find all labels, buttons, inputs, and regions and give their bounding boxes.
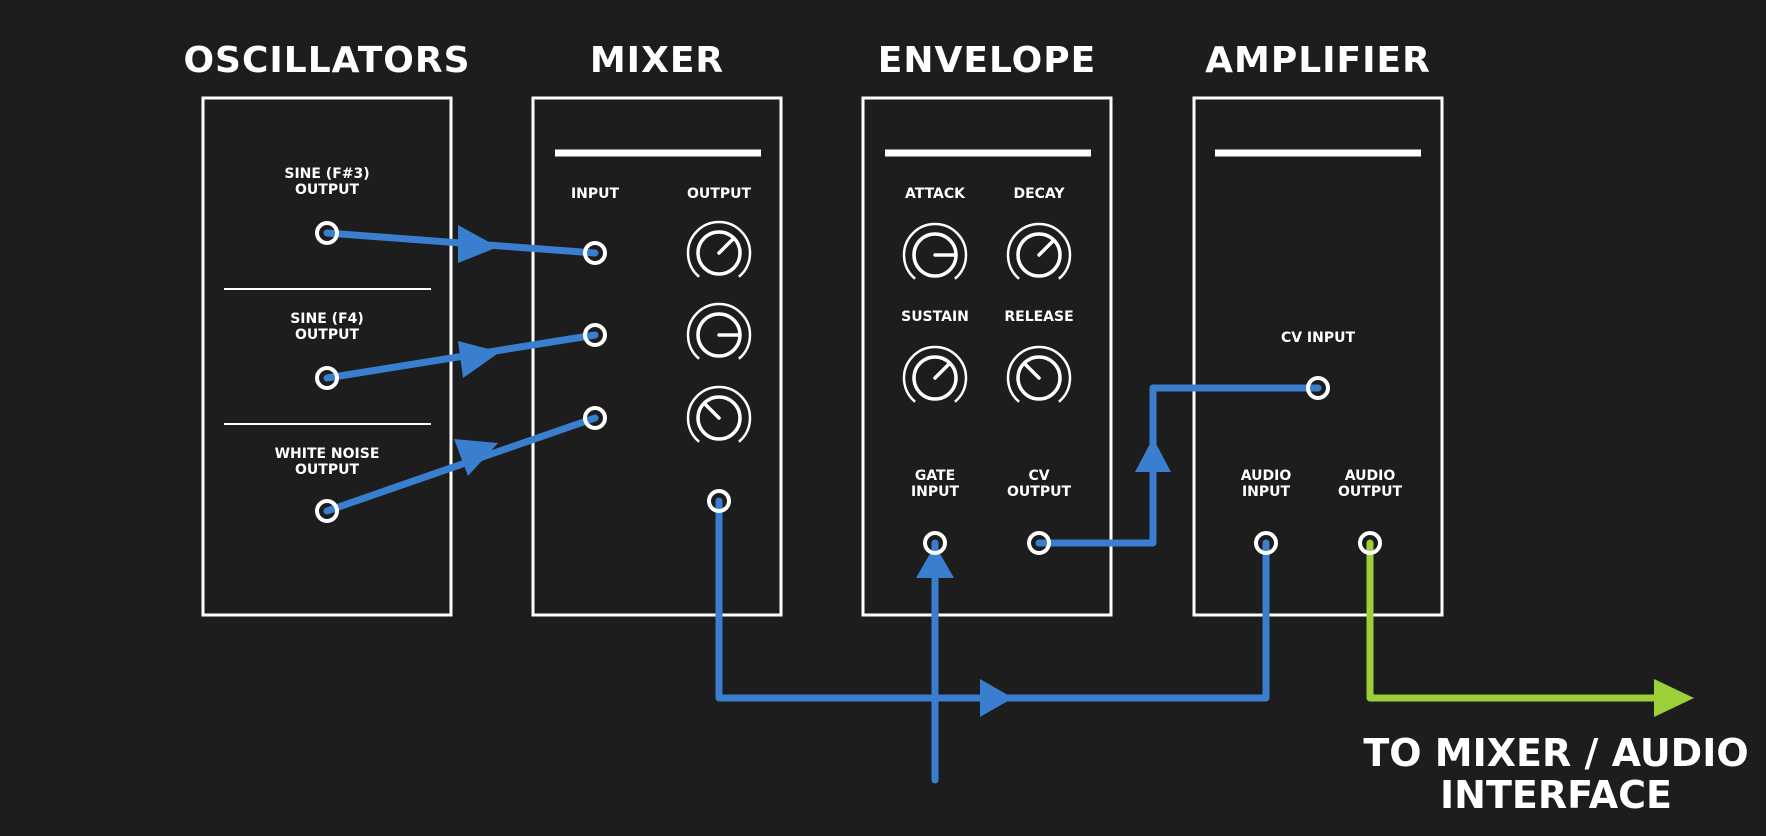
arrow-icon — [1654, 679, 1694, 717]
jack-icon[interactable] — [1254, 531, 1278, 555]
knob-icon[interactable] — [686, 220, 752, 278]
jack-icon[interactable] — [583, 323, 607, 347]
knob-icon[interactable] — [686, 385, 752, 443]
jack-icon[interactable] — [923, 531, 947, 555]
jack-icon[interactable] — [707, 489, 731, 513]
destination-line2: INTERFACE — [1440, 773, 1672, 817]
mixer-input-label: INPUT — [571, 186, 620, 202]
knob-icon[interactable] — [1006, 222, 1072, 280]
amp-audio-out-label: AUDIO — [1345, 468, 1396, 484]
amp-audio-input-label: INPUT — [1242, 484, 1291, 500]
module-title-amplifier: AMPLIFIER — [1205, 40, 1431, 81]
cv-label: CV — [1028, 468, 1049, 484]
gate-label: GATE — [915, 468, 955, 484]
cable-mixer-to-amp-audio — [715, 497, 1270, 702]
jacks — [315, 221, 1382, 555]
amp-cv-input-label: CV INPUT — [1281, 330, 1356, 346]
amplifier-panel — [1192, 96, 1444, 617]
mixer-panel — [531, 96, 783, 617]
sine-f3-output-label: OUTPUT — [295, 182, 359, 198]
jack-icon[interactable] — [315, 366, 339, 390]
jack-icon[interactable] — [583, 406, 607, 430]
attack-label: ATTACK — [905, 186, 966, 202]
decay-label: DECAY — [1013, 186, 1065, 202]
cable-noise-to-mixer — [323, 414, 599, 515]
arrow-icon — [458, 341, 500, 378]
arrow-icon — [980, 679, 1013, 717]
arrow-icon — [454, 439, 498, 476]
amp-audio-label: AUDIO — [1241, 468, 1292, 484]
knob-icon[interactable] — [902, 222, 968, 280]
jack-icon[interactable] — [1306, 376, 1330, 400]
cable-amp-out-to-interface — [1366, 539, 1664, 702]
module-title-oscillators: OSCILLATORS — [183, 40, 470, 81]
knob-icon[interactable] — [1006, 345, 1072, 403]
sine-f3-label: SINE (F#3) — [284, 166, 369, 182]
module-title-mixer: MIXER — [590, 40, 724, 81]
sine-f4-label: SINE (F4) — [290, 311, 364, 327]
cv-output-label: OUTPUT — [1007, 484, 1071, 500]
jack-icon[interactable] — [315, 221, 339, 245]
gate-input-label: INPUT — [911, 484, 960, 500]
sine-f4-output-label: OUTPUT — [295, 327, 359, 343]
arrow-icon — [916, 545, 954, 578]
arrow-icon — [458, 225, 498, 263]
arrow-icon — [1135, 438, 1171, 472]
envelope-panel — [861, 96, 1113, 617]
module-title-envelope: ENVELOPE — [878, 40, 1096, 81]
release-label: RELEASE — [1004, 309, 1073, 325]
cable-env-cv-to-amp-cv — [1035, 384, 1322, 547]
mixer-output-label: OUTPUT — [687, 186, 751, 202]
destination-line1: TO MIXER / AUDIO — [1363, 731, 1748, 775]
knob-icon[interactable] — [902, 345, 968, 403]
knobs — [686, 220, 1072, 443]
white-noise-output-label: OUTPUT — [295, 462, 359, 478]
jack-icon[interactable] — [1358, 531, 1382, 555]
jack-icon[interactable] — [1027, 531, 1051, 555]
knob-icon[interactable] — [686, 302, 752, 360]
jack-icon[interactable] — [583, 241, 607, 265]
jack-icon[interactable] — [315, 499, 339, 523]
amp-audio-output-label: OUTPUT — [1338, 484, 1402, 500]
arrows — [454, 225, 1694, 717]
sustain-label: SUSTAIN — [901, 309, 969, 325]
white-noise-label: WHITE NOISE — [275, 446, 380, 462]
